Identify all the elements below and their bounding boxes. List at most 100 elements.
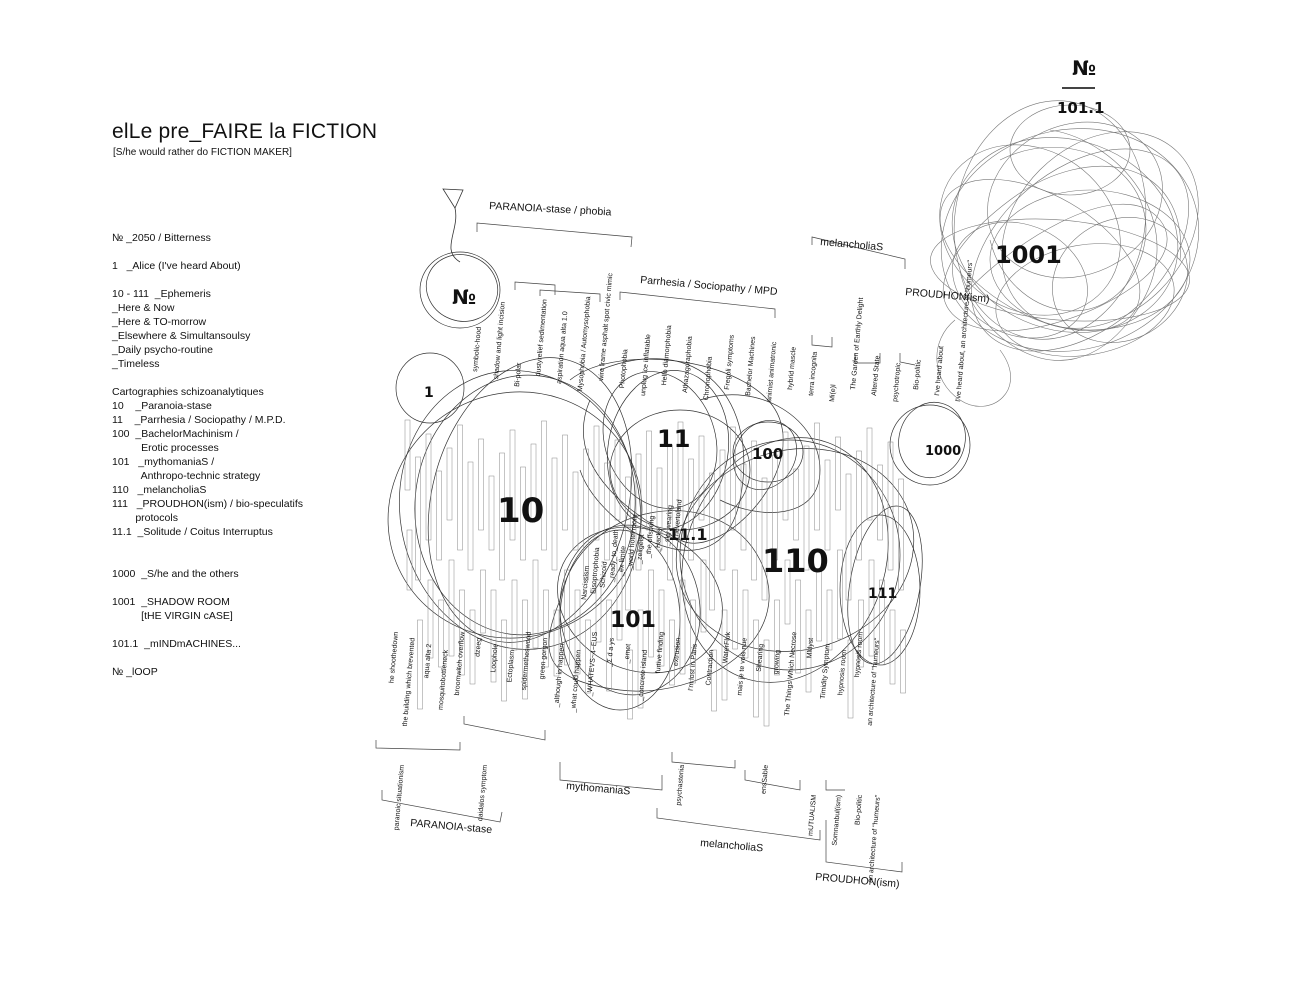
term-label: Contraction: [705, 649, 715, 685]
term-label: _ex-limite: [618, 546, 628, 578]
term-label: Bachelor Machines: [745, 336, 757, 396]
term-label: dustyrelief sedimentation: [535, 299, 549, 377]
vertical-bar: [427, 579, 434, 659]
vertical-bar: [690, 599, 696, 684]
vertical-bar: [688, 458, 694, 561]
scribble-loops-main: [387, 251, 971, 711]
vertical-bar: [469, 609, 476, 685]
vertical-bar: [488, 475, 495, 551]
vertical-bar: [646, 430, 652, 531]
legend-row: protocols: [112, 512, 178, 524]
legend-row: 1 _Alice (I've heard About): [112, 260, 241, 272]
vertical-bar: [751, 440, 757, 581]
vertical-bar: [877, 464, 883, 541]
legend-row: 11.1 _Solitude / Coitus Interruptus: [112, 526, 273, 538]
vertical-bar: [837, 549, 843, 640]
zone-label-no: №: [452, 285, 476, 309]
vertical-bar: [900, 629, 906, 694]
vertical-bar: [742, 589, 749, 659]
vertical-bar: [889, 609, 896, 685]
term-label: Altered State: [871, 355, 882, 396]
sub-term-label: mUTUALISM: [807, 794, 818, 836]
legend-row: 10 - 111 _Ephemeris: [112, 288, 211, 300]
vertical-bar: [564, 569, 570, 666]
zone-label-111: 111: [868, 586, 897, 602]
vertical-bar: [845, 473, 852, 601]
legend-row: 101.1 _mINDmACHINES...: [112, 638, 241, 650]
term-label: psychotropic: [892, 362, 902, 402]
vertical-bar: [522, 599, 528, 700]
vertical-bar: [467, 461, 474, 571]
vertical-bar: [793, 468, 799, 541]
vertical-bar: [826, 589, 833, 651]
term-label: MMyst: [806, 638, 815, 659]
sub-term-label: daidalos symptom: [477, 764, 489, 821]
term-label: _Hacks: [655, 528, 664, 553]
sub-term-label: ensSable: [760, 764, 770, 794]
vertical-bar: [740, 463, 747, 551]
legend-row: 110 _melancholiaS: [112, 484, 207, 496]
legend-row: 1000 _S/he and the others: [112, 568, 239, 580]
vertical-bar: [709, 472, 715, 611]
group-label-proudhon-top: PROUDHON(ism): [905, 286, 990, 305]
term-label: hypnosis room: [837, 649, 848, 695]
legend-row: _Elsewhere & Simultansoulsy: [112, 330, 251, 342]
vertical-bar: [606, 599, 612, 692]
term-label: Ectoplasm: [506, 649, 516, 682]
term-label: WaterFluk: [722, 631, 732, 664]
legend-row: 101 _mythomaniaS /: [112, 456, 215, 468]
vertical-bar: [583, 448, 589, 581]
vertical-bar: [551, 457, 558, 571]
term-label: _the offspring: [645, 515, 656, 559]
vertical-bar: [627, 649, 633, 720]
term-label: hypnosis room: [854, 631, 865, 677]
term-label: _Σ d a ys: [606, 637, 616, 668]
vertical-bar: [700, 559, 707, 633]
group-label-melancholia-top: melancholiaS: [820, 236, 884, 253]
term-label: Loophole: [490, 643, 499, 672]
triangle-marker: [442, 188, 464, 263]
vertical-bar: [604, 462, 610, 561]
term-label: Narcissism: [581, 565, 591, 600]
page-title: elLe pre_FAIRE la FICTION: [112, 120, 378, 143]
term-label: Athazagoraphobia: [682, 336, 694, 393]
term-label: I've heard about: [934, 346, 945, 396]
vertical-bar: [446, 447, 453, 521]
term-label: growing: [773, 649, 782, 674]
legend-row: [tHE VIRGIN cASE]: [112, 610, 233, 622]
vertical-bar: [719, 449, 726, 571]
vertical-bar: [732, 569, 738, 650]
vertical-bar: [772, 454, 778, 561]
zone-labels: № 101.1 1001 № 1 10 11 100 11.1 110 101 …: [424, 56, 1104, 633]
vertical-bar: [677, 421, 684, 541]
term-label: _WHATEVS~4~EUS: [587, 631, 600, 697]
vertical-bar: [763, 639, 770, 727]
vertical-bar: [805, 609, 812, 693]
vertical-bars: [404, 419, 906, 727]
term-label: Photophobia: [619, 349, 629, 389]
zone-label-1000: 1000: [925, 444, 961, 459]
vertical-bar: [572, 471, 579, 551]
term-label: mais je te vois nue: [737, 637, 749, 695]
legend-row: _Timeless: [112, 358, 160, 370]
legend-row: 100 _BachelorMachinism /: [112, 428, 239, 440]
vertical-bar: [835, 436, 841, 511]
term-label: the building which brevented: [402, 637, 417, 726]
term-label: I've heard about, an architecture of "hu…: [955, 259, 974, 402]
term-label: _ready_to_death: [609, 529, 621, 583]
vertical-bar: [648, 569, 654, 658]
term-label: unplug ice inflatable: [640, 334, 652, 396]
zone-label-1001: 1001: [995, 241, 1062, 269]
vertical-bar: [711, 649, 717, 712]
term-label: _although in happen: [553, 643, 566, 708]
term-label: I'm lost in Paris: [688, 643, 699, 691]
term-label: Chronophobia: [703, 356, 714, 401]
vertical-bar: [784, 559, 791, 625]
zone-label-110: 110: [762, 542, 829, 580]
vertical-bar: [753, 619, 759, 718]
term-label: _world hotel room: [627, 514, 639, 571]
vertical-bar: [425, 433, 432, 541]
term-label: extrusion: [673, 637, 682, 666]
